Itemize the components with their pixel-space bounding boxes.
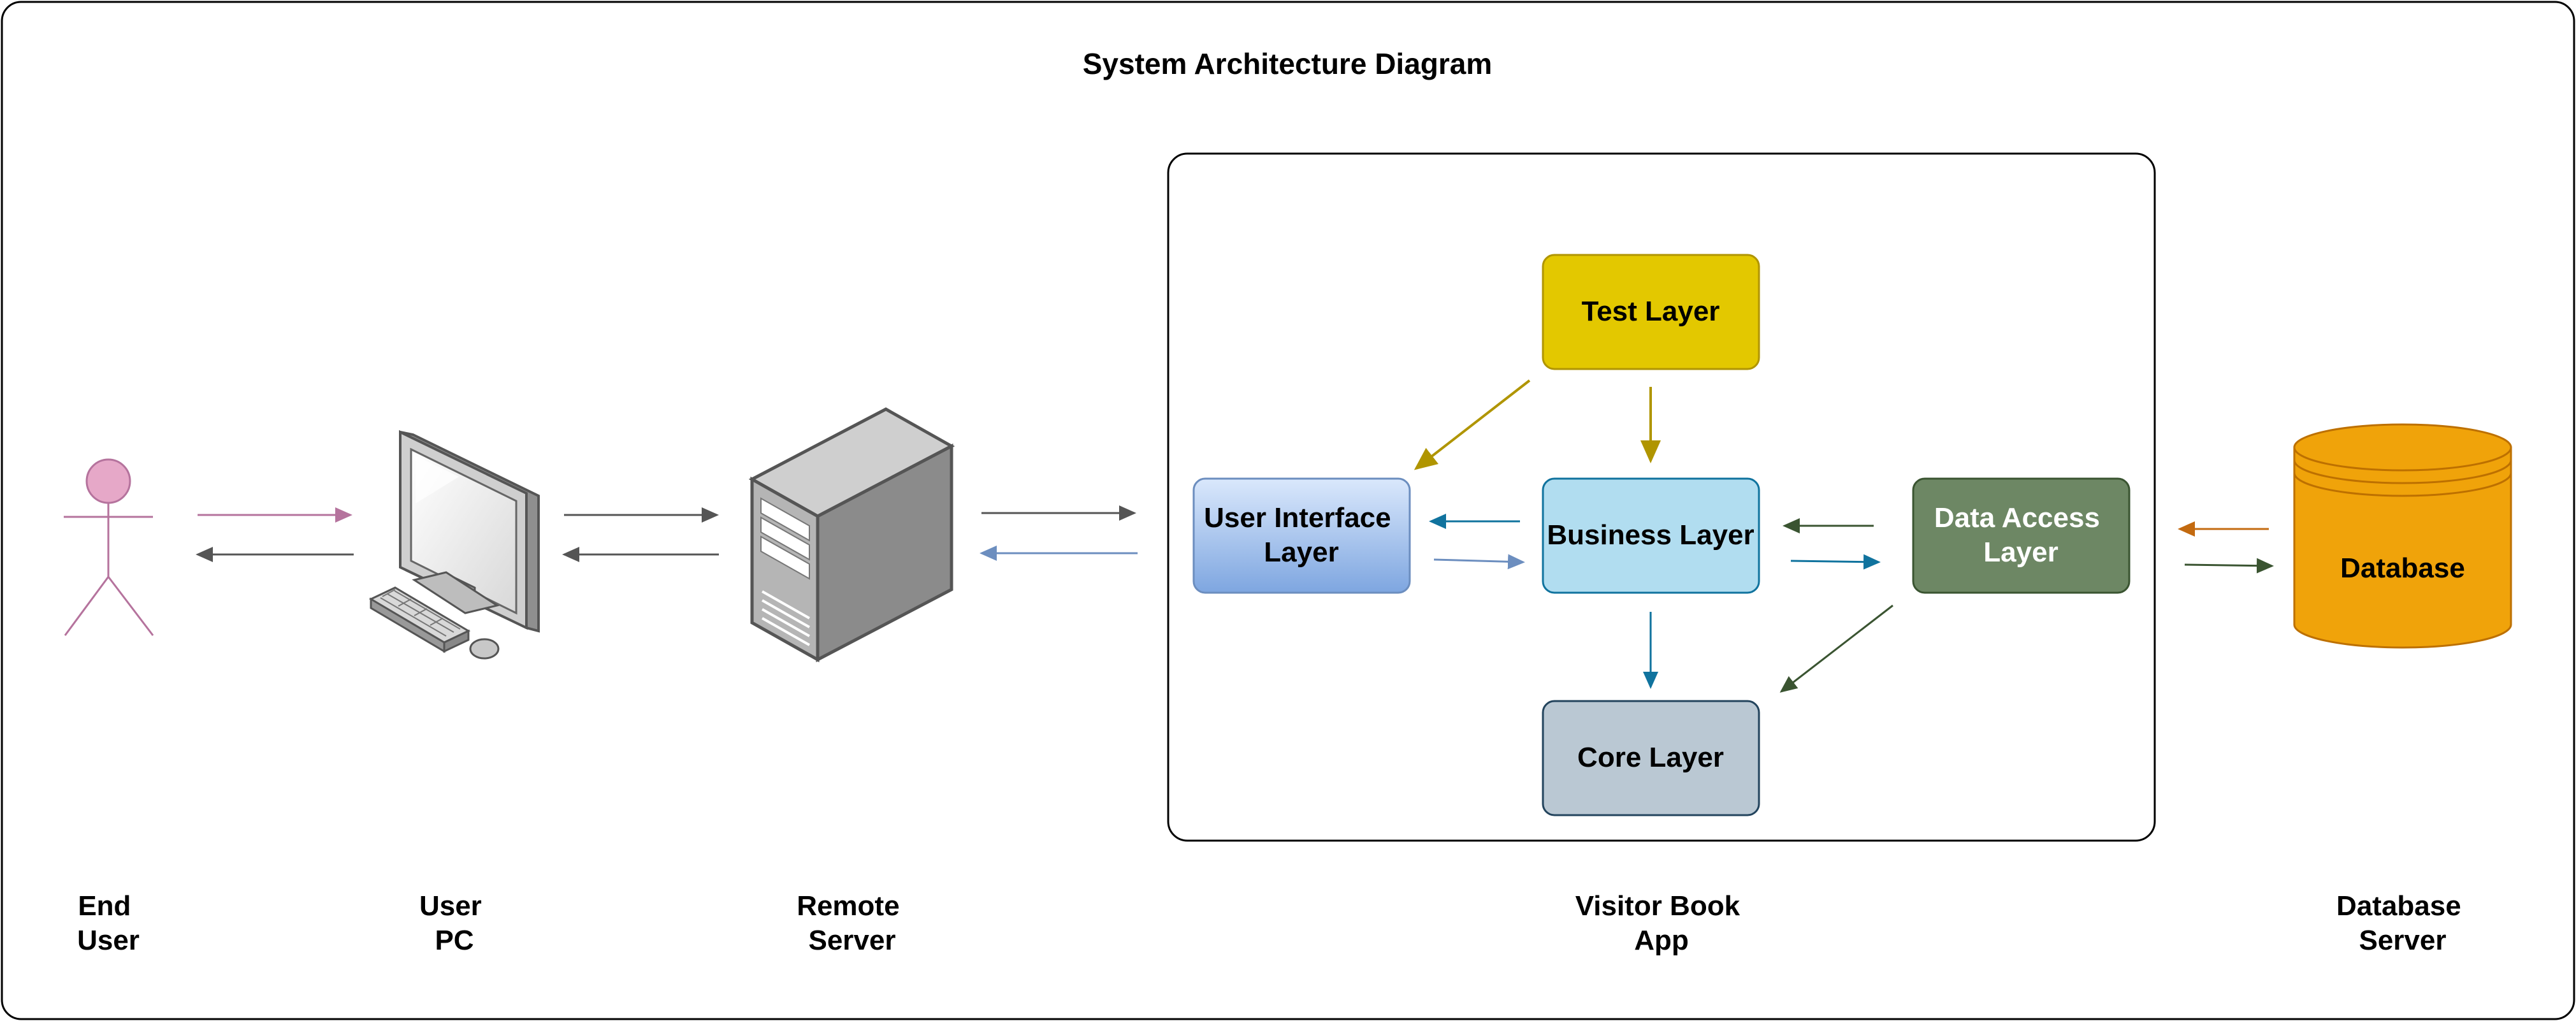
data-access-layer-label: Data Access Layer [1934,502,2108,568]
diagram-title: System Architecture Diagram [1083,47,1493,80]
database-server-line1: Database [2336,890,2461,922]
visitor-book-app-line1: Visitor Book [1575,890,1740,922]
remote-server-line2: Server [808,925,895,956]
desktop-computer-icon [368,430,540,660]
end-user-icon [64,458,154,636]
business-layer-label: Business Layer [1547,519,1754,551]
database-label: Database [2340,553,2465,584]
data-access-layer-box: Data Access Layer [1912,477,2131,594]
user-pc-line1: User [419,890,482,922]
arrow-dataaccess-to-core [1779,604,1893,693]
server-tower-icon [748,407,955,663]
visitor-book-app-label: Visitor Book App [1575,890,1748,956]
data-access-line2: Layer [1983,537,2058,568]
database-server-line2: Server [2359,925,2446,956]
user-interface-layer-box: User Interface Layer [1192,477,1411,594]
business-layer-box: Business Layer [1542,477,1760,594]
ui-layer-line2: Layer [1264,537,1338,568]
end-user-line2: User [77,925,140,956]
remote-server-label: Remote Server [797,890,908,956]
test-layer-box: Test Layer [1542,254,1760,370]
user-pc-label: User PC [419,890,489,956]
user-interface-layer-label: User Interface Layer [1204,502,1399,568]
end-user-line1: End [78,890,131,922]
remote-server-line1: Remote [797,890,899,922]
arrow-dataaccess-to-database [2184,558,2274,574]
database-cylinder-icon: Database [2293,423,2512,649]
database-server-label: Database Server [2336,890,2469,956]
ui-layer-line1: User Interface [1204,502,1391,533]
core-layer-label: Core Layer [1577,742,1724,773]
visitor-book-app-line2: App [1634,925,1689,956]
arrow-business-to-dataaccess [1790,554,1881,570]
end-user-label: End User [77,890,140,956]
arrow-ui-to-business [1433,554,1525,570]
arrow-test-to-ui [1414,379,1531,470]
test-layer-label: Test Layer [1582,296,1720,327]
user-pc-line2: PC [435,925,474,956]
core-layer-box: Core Layer [1542,700,1760,816]
data-access-line1: Data Access [1934,502,2100,533]
